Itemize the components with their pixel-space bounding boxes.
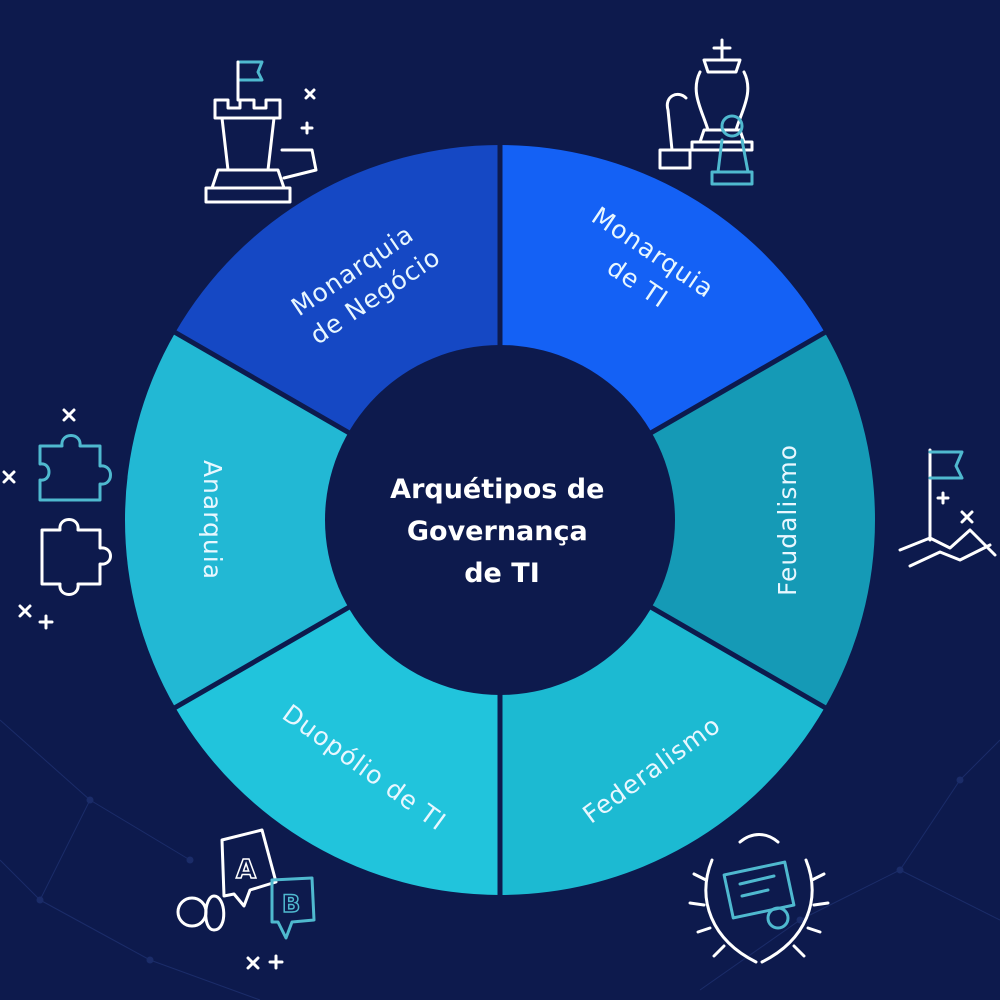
segment-divider <box>645 602 828 711</box>
segment-anarquia <box>124 332 353 708</box>
segment-duopolio-ti <box>175 605 500 895</box>
svg-text:B: B <box>282 890 300 918</box>
center-title: Arquétipos de Governança de TI <box>390 474 614 589</box>
segment-label-feudalismo: Feudalismo <box>773 444 802 596</box>
speech-bubbles-ab-icon: A B <box>176 828 316 970</box>
svg-text:A: A <box>236 855 256 885</box>
segment-divider <box>172 602 355 711</box>
rook-flag-icon <box>204 60 318 204</box>
segment-feudalismo <box>647 332 875 708</box>
segment-federalismo <box>500 605 825 895</box>
segment-dividers <box>172 143 828 897</box>
center-title-line-2: Governança <box>407 516 588 547</box>
mountain-flag-icon <box>898 448 997 568</box>
center-circle <box>325 345 675 695</box>
puzzle-pieces-icon <box>2 408 112 630</box>
archetype-ring <box>124 145 875 895</box>
segment-divider <box>172 329 355 438</box>
segment-monarquia-negocio <box>175 145 500 435</box>
segment-monarquia-ti <box>500 145 825 435</box>
segment-divider <box>645 329 828 438</box>
segment-label-anarquia: Anarquia <box>198 460 227 580</box>
king-pawn-icon <box>658 38 754 186</box>
center-title-line-3: de TI <box>464 558 540 589</box>
center-title-line-1: Arquétipos de <box>390 474 604 505</box>
laurel-certificate-icon <box>688 833 830 964</box>
network-background <box>0 719 1000 1000</box>
